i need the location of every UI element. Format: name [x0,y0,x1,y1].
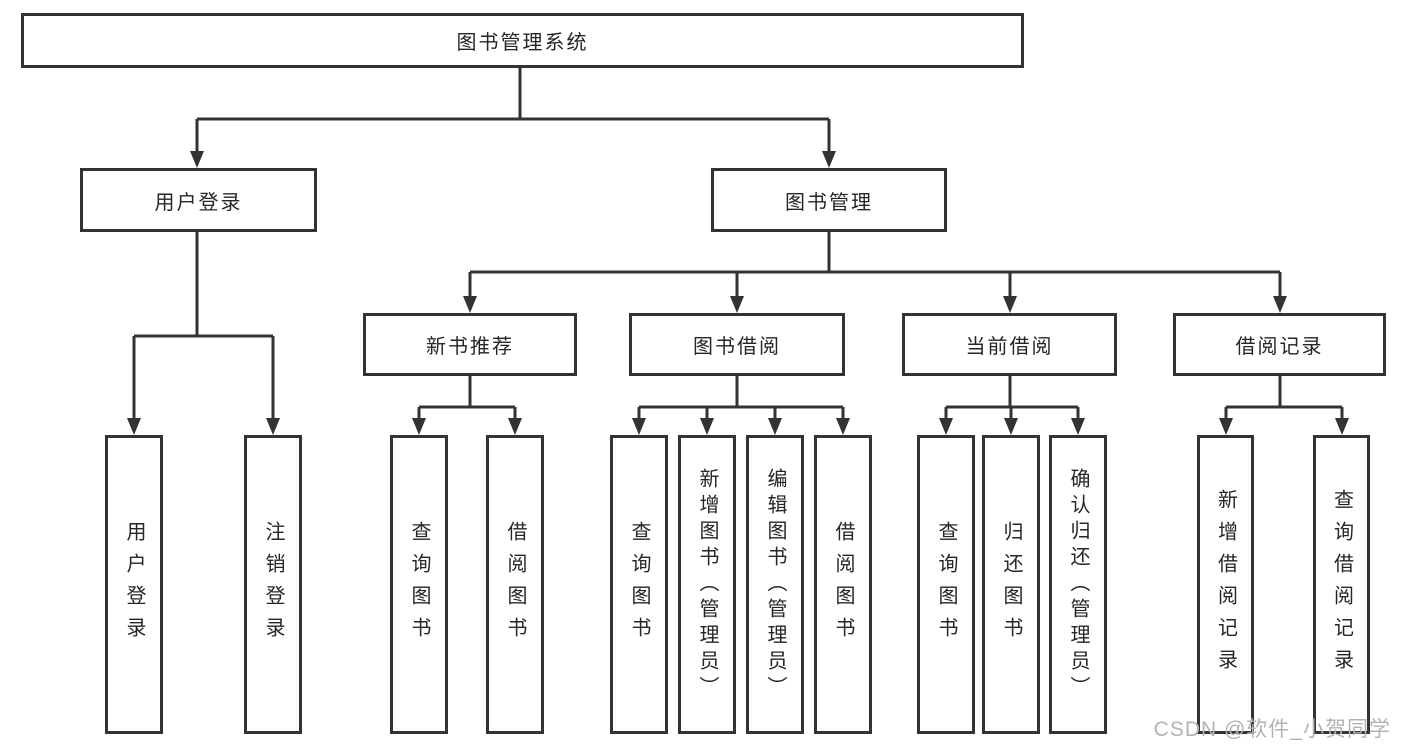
leaf-bb-query-books: 查询图书 [610,435,668,734]
leaf-cb-return-books: 归还图书 [982,435,1040,734]
node-user-login: 用户登录 [80,168,317,232]
leaf-nb-query-books: 查询图书 [390,435,448,734]
csdn-watermark: CSDN @软件_小贺同学 [1153,718,1391,741]
leaf-bb-borrow-books: 借阅图书 [814,435,872,734]
leaf-cb-confirm-return-admin: 确认归还（管理员） [1049,435,1107,734]
node-borrow-records: 借阅记录 [1173,313,1386,376]
leaf-user-login: 用户登录 [105,435,163,734]
leaf-bb-add-books-admin: 新增图书（管理员） [678,435,736,734]
leaf-bb-edit-books-admin: 编辑图书（管理员） [746,435,804,734]
leaf-br-add-record: 新增借阅记录 [1197,435,1254,734]
leaf-br-query-record: 查询借阅记录 [1313,435,1370,734]
leaf-cb-query-books: 查询图书 [917,435,975,734]
node-book-management: 图书管理 [711,168,947,232]
node-current-borrow: 当前借阅 [902,313,1117,376]
leaf-nb-borrow-books: 借阅图书 [486,435,544,734]
node-root: 图书管理系统 [21,13,1024,68]
leaf-logout: 注销登录 [244,435,302,734]
node-new-book-recommend: 新书推荐 [363,313,577,376]
node-book-borrow: 图书借阅 [629,313,845,376]
